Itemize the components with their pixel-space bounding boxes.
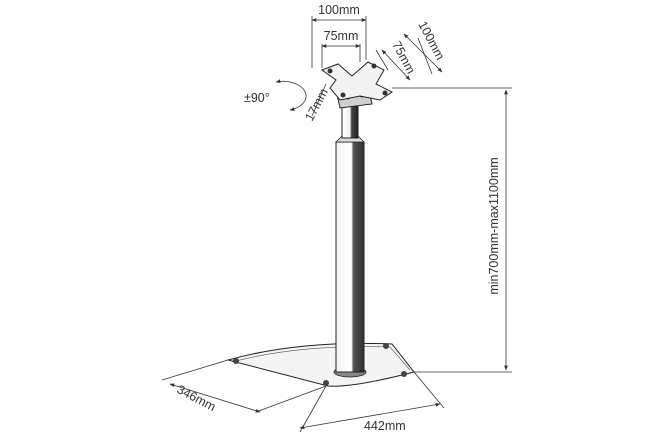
base-plate [226,342,415,387]
base-screw [233,358,239,364]
label-vesa-height-inner: 75mm [389,39,418,76]
label-rotation: ±90° [244,91,270,105]
label-vesa-width-outer: 100mm [318,3,360,17]
dim-height-range: min700mm-max1100mm [392,87,512,373]
upper-pole [341,103,359,139]
dim-vesa-height-inner: 75mm [381,39,418,81]
label-vesa-height-outer: 100mm [415,19,447,62]
vesa-hole [371,63,377,69]
rotation-indicator: ±90° [244,79,307,112]
vesa-hole [327,68,333,74]
label-base-width: 442mm [364,419,406,433]
vesa-hole [340,92,346,98]
dim-bracket-depth: 17mm [302,83,331,123]
dim-base-width: 442mm [299,371,445,433]
label-height-range: min700mm-max1100mm [487,157,501,294]
lower-pole [335,135,365,373]
base-screw [323,380,329,386]
label-vesa-width-inner: 75mm [324,29,359,43]
base-screw [401,371,407,377]
vesa-hole [382,90,388,96]
vesa-plate [320,61,393,101]
dim-vesa-width-outer: 100mm [311,3,367,68]
label-bracket-depth: 17mm [302,86,331,123]
label-base-depth: 346mm [175,382,218,414]
dim-vesa-width-inner: 75mm [321,29,361,68]
base-screw [383,343,389,349]
